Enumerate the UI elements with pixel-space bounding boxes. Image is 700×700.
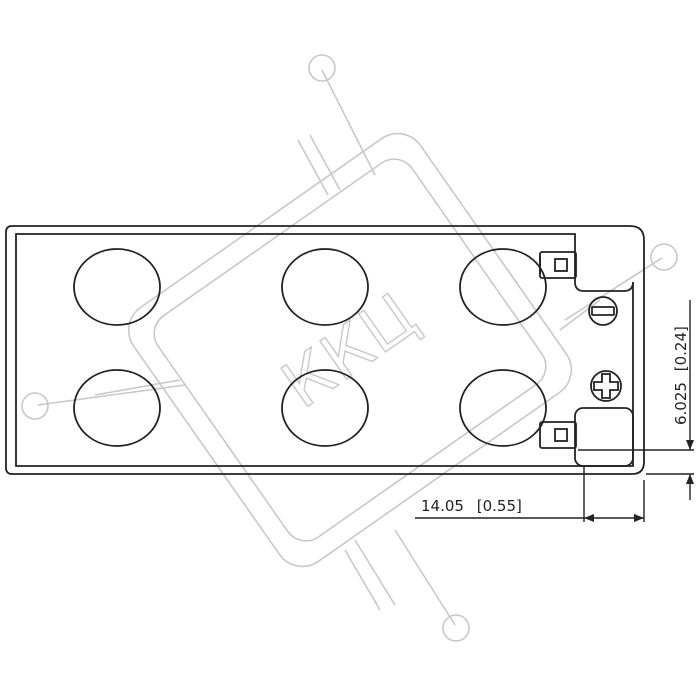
terminal-bottom <box>539 421 577 449</box>
vent-cap <box>281 369 369 447</box>
battery-inner-frame <box>15 233 634 467</box>
watermark-node-right <box>650 243 678 271</box>
vertical-dimension-label: 6.025 [0.24] <box>672 326 690 425</box>
terminal-pocket-bottom <box>574 407 634 467</box>
watermark-node-bottom <box>442 614 470 642</box>
horizontal-dimension-label: 14.05 [0.55] <box>421 497 522 515</box>
watermark-node-left <box>21 392 49 420</box>
battery-case <box>5 225 645 475</box>
vertical-dimension <box>578 300 694 500</box>
watermark-node-top <box>308 54 336 82</box>
vent-cap <box>73 369 161 447</box>
vent-cap <box>73 248 161 326</box>
vent-cap <box>459 369 547 447</box>
vent-caps <box>73 248 547 447</box>
vent-cap <box>459 248 547 326</box>
minus-sign-icon <box>588 296 618 326</box>
battery-outer-outline <box>5 225 645 475</box>
plus-sign-icon <box>590 370 622 402</box>
watermark-inner-frame <box>153 158 547 542</box>
watermark-text: ККЦ <box>269 278 432 423</box>
vent-cap <box>281 248 369 326</box>
watermark: ККЦ <box>21 54 678 642</box>
horizontal-dimension <box>415 466 645 522</box>
terminal-top <box>539 251 577 279</box>
